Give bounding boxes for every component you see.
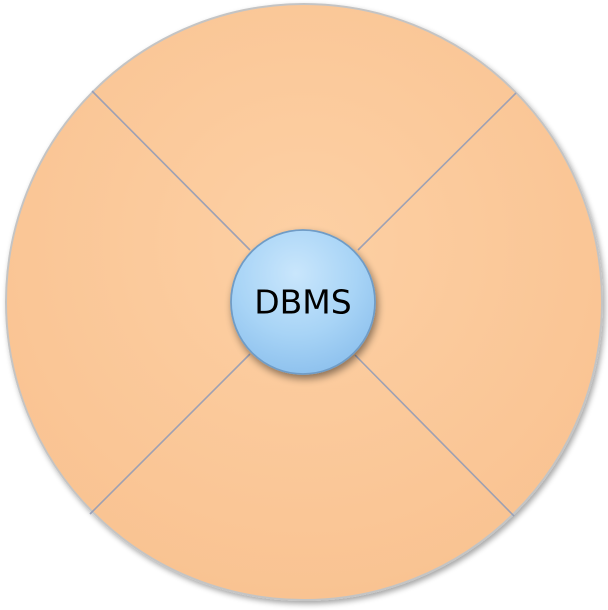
divider-top-left (91, 90, 251, 251)
divider-bottom-right (354, 354, 515, 517)
divider-bottom-left (89, 353, 251, 515)
center-hub (230, 229, 376, 375)
center-label: DBMS (254, 283, 351, 322)
divider-top-right (357, 92, 517, 251)
quadrant-dividers (89, 90, 517, 517)
